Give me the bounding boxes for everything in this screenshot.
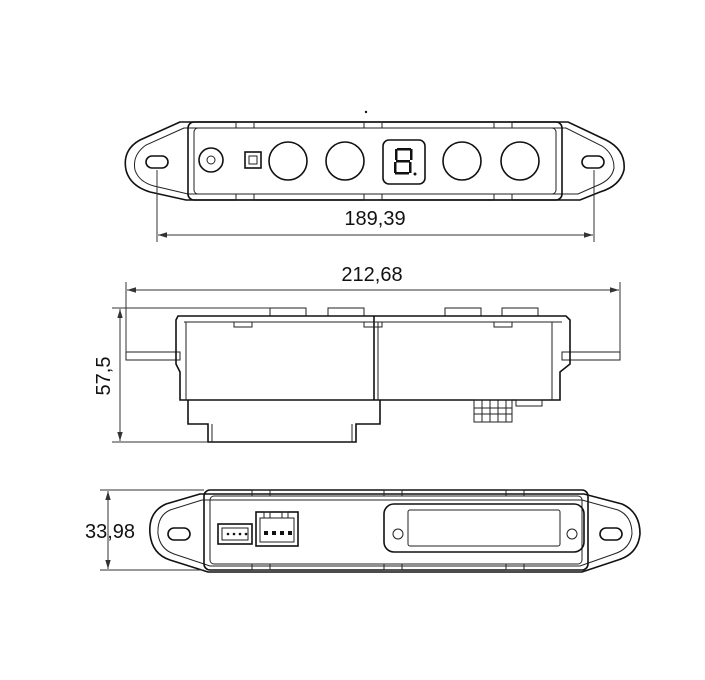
top-clip	[493, 121, 513, 129]
top-clip	[235, 121, 255, 129]
dimension-label-mount-spacing: 189,39	[344, 208, 405, 230]
cover-plate	[383, 503, 585, 553]
top-clip	[233, 321, 253, 328]
top-clip	[363, 321, 383, 328]
top-view-body	[187, 121, 563, 201]
top-clip	[363, 121, 383, 129]
bottom-clip	[383, 563, 403, 571]
bottom-view-body	[203, 489, 589, 571]
connector-pins	[473, 399, 513, 423]
buzzer-icon	[198, 147, 224, 173]
dimension-label-depth: 33,98	[85, 521, 135, 543]
round-button-icon	[268, 141, 308, 181]
slot-hole-icon	[581, 155, 605, 169]
button-cap	[444, 307, 482, 317]
large-connector-icon	[255, 511, 299, 547]
top-view-flange-outline	[124, 121, 625, 201]
front-view: 212,68 57,5	[93, 264, 621, 443]
front-view-flange	[125, 351, 181, 361]
buzzer-center-icon	[206, 155, 216, 165]
button-cap	[327, 307, 365, 317]
display-window	[382, 139, 426, 185]
bottom-clip	[505, 563, 525, 571]
bottom-view-body-inner	[209, 495, 583, 565]
center-mark	[364, 110, 368, 114]
seven-segment-display-icon	[394, 148, 417, 176]
connector-tab	[515, 399, 543, 407]
front-view-flange	[561, 351, 621, 361]
top-clip	[383, 489, 403, 497]
slot-hole-icon	[145, 155, 169, 169]
front-view-lower-housing	[187, 400, 381, 443]
top-clip	[251, 489, 271, 497]
top-clip	[505, 489, 525, 497]
slot-hole-icon	[599, 527, 623, 541]
bottom-clip	[493, 193, 513, 201]
round-button-icon	[442, 141, 482, 181]
small-connector-icon	[217, 523, 253, 545]
round-button-icon	[500, 141, 540, 181]
top-clip	[493, 321, 513, 328]
bottom-view: 33,98	[85, 489, 641, 573]
bottom-clip	[251, 563, 271, 571]
bottom-view-flange-inner	[157, 499, 633, 567]
led-square-icon	[244, 151, 262, 169]
dimension-label-overall-width: 212,68	[341, 264, 402, 286]
bottom-view-flange-outline	[149, 493, 641, 573]
top-view: 189,39	[124, 110, 625, 242]
slot-hole-icon	[167, 527, 191, 541]
button-cap	[269, 307, 307, 317]
top-view-flange-inner	[134, 127, 615, 195]
bottom-clip	[363, 193, 383, 201]
led-square-inner-icon	[248, 155, 258, 165]
front-view-body	[175, 315, 571, 401]
dimension-label-height: 57,5	[93, 357, 115, 396]
bottom-clip	[235, 193, 255, 201]
button-cap	[501, 307, 539, 317]
round-button-icon	[325, 141, 365, 181]
